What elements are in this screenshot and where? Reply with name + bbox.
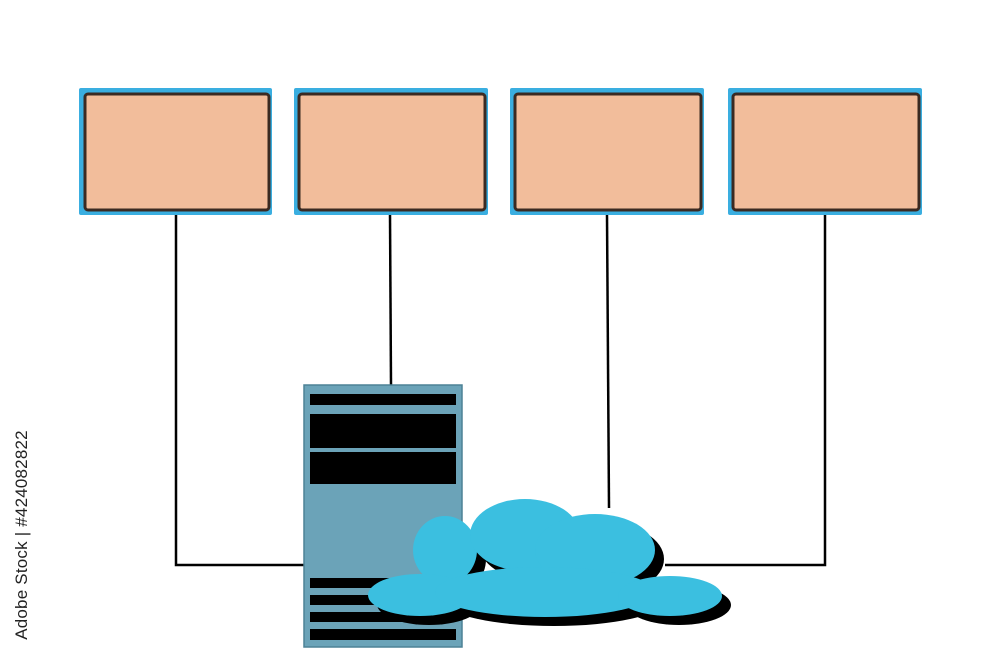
- monitor-1: [79, 88, 272, 215]
- stock-watermark-id: Adobe Stock | #424082822: [4, 420, 40, 650]
- connectors: [174, 214, 827, 567]
- cloud-icon: [368, 499, 731, 626]
- server-slot: [310, 394, 456, 405]
- server-drive-bay: [310, 414, 456, 448]
- stock-id-text: Adobe Stock | #424082822: [12, 430, 32, 640]
- server-vent: [310, 612, 456, 622]
- server-drive-bay: [310, 452, 456, 484]
- monitors: [79, 88, 922, 215]
- connector-monitor-1: [174, 215, 305, 567]
- connector-monitor-4: [665, 215, 827, 567]
- monitor-3: [510, 88, 704, 215]
- monitor-3-screen: [513, 92, 703, 212]
- monitor-4: [728, 88, 922, 215]
- connector-monitor-3: [605, 214, 611, 509]
- monitor-2: [294, 88, 488, 215]
- server-vent: [310, 629, 456, 640]
- connector-monitor-2: [388, 214, 393, 386]
- monitor-2-screen: [297, 92, 487, 212]
- monitor-1-screen: [83, 92, 271, 212]
- monitor-4-screen: [731, 92, 921, 212]
